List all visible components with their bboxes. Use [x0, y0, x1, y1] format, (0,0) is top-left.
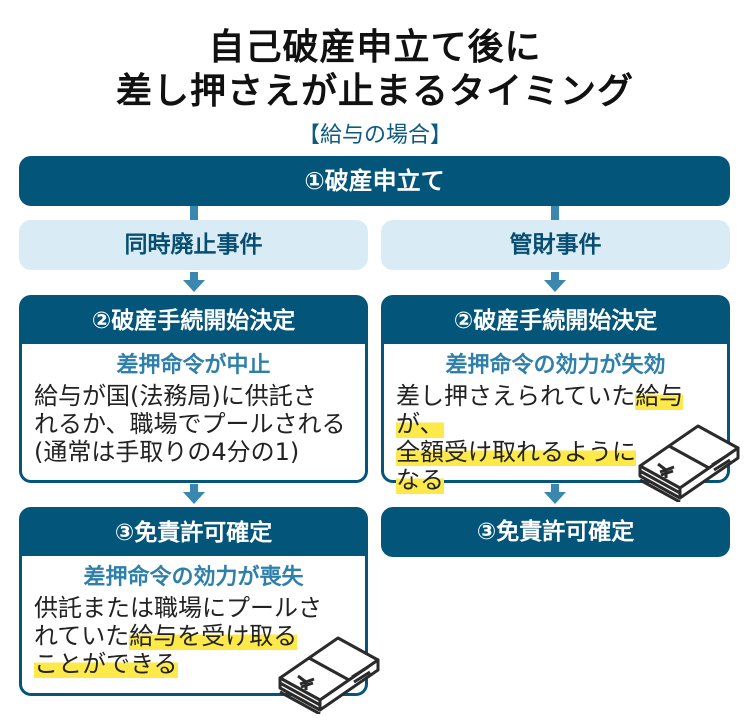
right-step2-subheading: 差押命令の効力が失効 — [445, 353, 666, 378]
connector-right — [551, 206, 559, 220]
body-line: 供託または職場にプールさ — [34, 594, 322, 622]
branch-administration-case: 管財事件 — [381, 220, 730, 270]
body-line: 給与が国(法務局)に供託さ — [34, 382, 317, 410]
right-step2-body: 差し押さえられていた給与が、 全額受け取れるように なる — [384, 380, 727, 494]
highlighted-text: ことができる — [34, 650, 178, 678]
highlighted-text: なる — [396, 466, 444, 494]
yen-cash-bundle-icon — [278, 636, 380, 714]
left-step3-header: ③免責許可確定 — [22, 510, 365, 556]
body-line: れるか、職場でプールされる — [34, 410, 346, 438]
left-step3-body: 供託または職場にプールさ れていた給与を受け取る ことができる — [22, 592, 365, 678]
right-step2-header: ②破産手続開始決定 — [384, 298, 727, 344]
left-step2-subheading: 差押命令が中止 — [116, 353, 271, 378]
left-step2-header: ②破産手続開始決定 — [22, 298, 365, 344]
left-step2-card: ②破産手続開始決定 差押命令が中止 給与が国(法務局)に供託さ れるか、職場でプ… — [19, 295, 368, 483]
highlighted-text: 全額受け取れるように — [396, 438, 636, 466]
branch-simultaneous-abolition: 同時廃止事件 — [19, 220, 368, 270]
left-step3-subheading: 差押命令の効力が喪失 — [83, 565, 304, 590]
step1-bankruptcy-filing: ①破産申立て — [19, 156, 730, 206]
page-title-line2: 差し押さえが止まるタイミング — [115, 71, 634, 112]
body-text: 差し押さえられていた — [396, 382, 636, 410]
left-step2-body: 給与が国(法務局)に供託さ れるか、職場でプールされる (通常は手取りの4分の1… — [22, 380, 365, 466]
yen-cash-bundle-icon — [638, 424, 740, 502]
page-title-line1: 自己破産申立て後に — [208, 27, 542, 68]
body-text: れていた — [34, 622, 130, 650]
body-line: (通常は手取りの4分の1) — [34, 438, 300, 466]
page-subtitle: 【給与の場合】 — [297, 123, 452, 148]
connector-left — [190, 206, 198, 220]
highlighted-text: 給与を受け取る — [129, 622, 298, 650]
right-step3-box: ③免責許可確定 — [381, 507, 730, 557]
